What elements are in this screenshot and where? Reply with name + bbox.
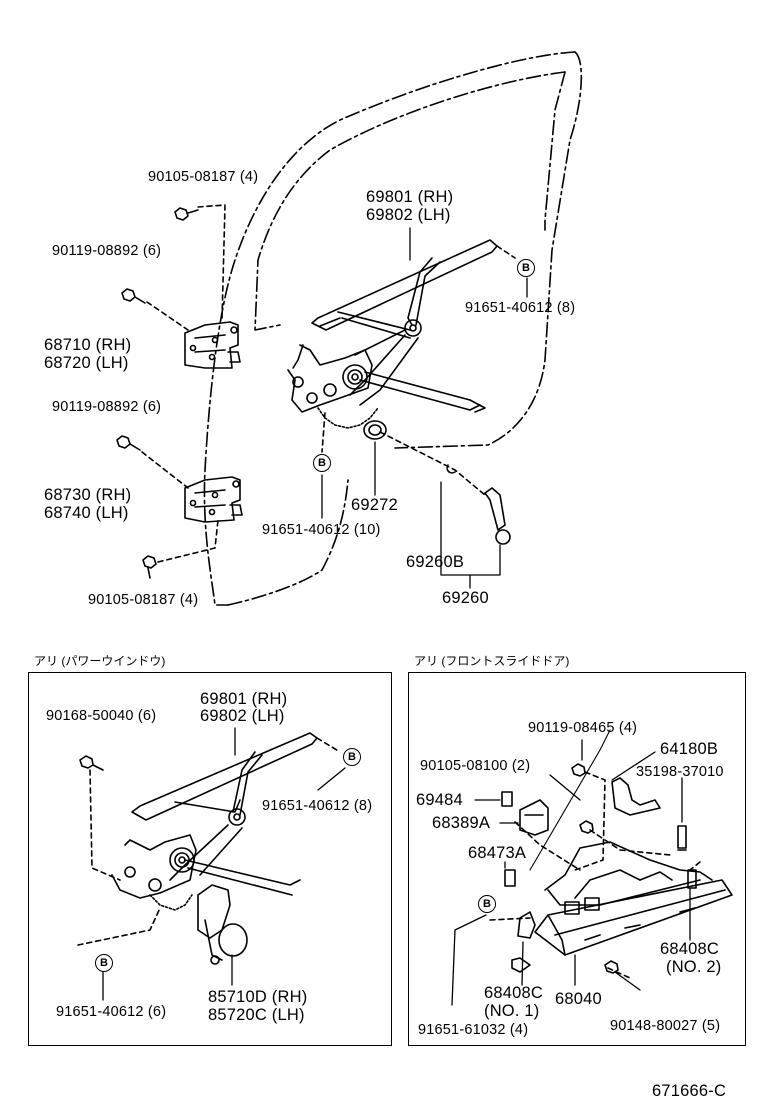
stopper-68389A bbox=[519, 799, 549, 836]
label-hinge-68730: 68730 (RH) bbox=[44, 486, 132, 504]
label-bolt-90105-top: 90105-08187 (4) bbox=[148, 169, 259, 185]
right-box-leaders-solid bbox=[451, 729, 691, 1006]
door-frame-outline bbox=[203, 51, 583, 606]
label-regulator-69802: 69802 (LH) bbox=[366, 206, 451, 224]
callout-b-main-top: B bbox=[517, 259, 535, 277]
label-left-bolt-91651-6: 91651-40612 (6) bbox=[56, 1004, 167, 1020]
piece-68408C-1 bbox=[511, 911, 536, 973]
label-bolt-91651-61032: 91651-61032 (4) bbox=[418, 1022, 529, 1038]
label-motor-85720C: 85720C (LH) bbox=[208, 1006, 305, 1024]
power-regulator-arm bbox=[111, 732, 318, 911]
label-bolt-90119-08465: 90119-08465 (4) bbox=[528, 720, 638, 736]
bracket-69484 bbox=[501, 791, 513, 807]
label-stopper-68389A: 68389A bbox=[432, 814, 491, 832]
label-clip-35198: 35198-37010 bbox=[636, 764, 724, 780]
bolt-90119-a bbox=[121, 288, 146, 304]
main-leaders-dashed bbox=[141, 204, 516, 563]
window-handle-69260 bbox=[446, 464, 511, 545]
label-piece-68408C-no2-qualifier: (NO. 2) bbox=[666, 958, 722, 976]
bolt-90168 bbox=[79, 755, 104, 771]
callout-b-left-bottom: B bbox=[95, 954, 113, 972]
label-bolt-91651-10: 91651-40612 (10) bbox=[262, 522, 381, 538]
right-box-frame bbox=[408, 672, 746, 1046]
label-handle-69260: 69260 bbox=[442, 589, 489, 607]
label-hinge-68740: 68740 (LH) bbox=[44, 504, 129, 522]
label-rail-68040: 68040 bbox=[555, 990, 602, 1008]
label-bolt-90105-bottom: 90105-08187 (4) bbox=[88, 592, 199, 608]
piece-68408C-2 bbox=[687, 869, 697, 889]
left-box-frame bbox=[28, 672, 392, 1046]
upper-hinge bbox=[184, 321, 241, 369]
label-handle-69260B: 69260B bbox=[406, 553, 465, 571]
regulator-arm-main bbox=[287, 239, 498, 429]
left-box-leaders-dashed bbox=[77, 737, 341, 946]
right-box-leaders-dashed bbox=[489, 771, 701, 979]
piece-68473A bbox=[504, 869, 516, 887]
left-box-title: アリ (パワーウインドウ) bbox=[34, 654, 166, 668]
bolt-90105-bottom bbox=[142, 555, 157, 579]
diagram-id: 671666-C bbox=[652, 1082, 727, 1100]
label-bolt-90168: 90168-50040 (6) bbox=[46, 708, 157, 724]
bolt-90105-top bbox=[174, 207, 199, 221]
label-bolt-90119-b: 90119-08892 (6) bbox=[52, 399, 162, 415]
label-power-regulator-69802: 69802 (LH) bbox=[200, 707, 285, 725]
callout-b-main-bottom: B bbox=[313, 454, 331, 472]
label-gear-69272: 69272 bbox=[351, 496, 398, 514]
label-bracket-64180B: 64180B bbox=[660, 740, 719, 758]
callout-b-right: B bbox=[478, 895, 496, 913]
label-left-bolt-91651-8: 91651-40612 (8) bbox=[262, 798, 373, 814]
label-piece-68408C-no1-qualifier: (NO. 1) bbox=[484, 1002, 540, 1020]
label-bolt-90119-a: 90119-08892 (6) bbox=[52, 243, 162, 259]
label-hinge-68710: 68710 (RH) bbox=[44, 336, 132, 354]
bracket-64180B bbox=[611, 777, 661, 816]
gear-69272 bbox=[363, 420, 387, 440]
bolts-right-box bbox=[571, 763, 619, 974]
label-regulator-69801: 69801 (RH) bbox=[366, 188, 454, 206]
power-window-motor bbox=[197, 884, 248, 965]
right-box-title: アリ (フロントスライドドア) bbox=[414, 654, 570, 668]
callout-b-left-top: B bbox=[343, 748, 361, 766]
label-bolt-91651-8: 91651-40612 (8) bbox=[465, 300, 576, 316]
bolt-90119-b bbox=[116, 435, 141, 451]
label-hinge-68720: 68720 (LH) bbox=[44, 354, 129, 372]
label-piece-68408C-no1: 68408C bbox=[484, 984, 543, 1002]
label-bolt-90148-80027: 90148-80027 (5) bbox=[610, 1018, 721, 1034]
label-bracket-69484: 69484 bbox=[416, 791, 463, 809]
lower-hinge bbox=[184, 476, 243, 523]
main-leaders-solid bbox=[321, 227, 528, 589]
clip-35198 bbox=[677, 825, 687, 851]
label-piece-68408C-no2: 68408C bbox=[660, 940, 719, 958]
label-motor-85710D: 85710D (RH) bbox=[208, 988, 308, 1006]
label-power-regulator-69801: 69801 (RH) bbox=[200, 690, 288, 708]
label-bolt-90105-08100: 90105-08100 (2) bbox=[420, 758, 531, 774]
left-box-leaders-solid bbox=[102, 727, 346, 1001]
label-piece-68473A: 68473A bbox=[468, 844, 527, 862]
